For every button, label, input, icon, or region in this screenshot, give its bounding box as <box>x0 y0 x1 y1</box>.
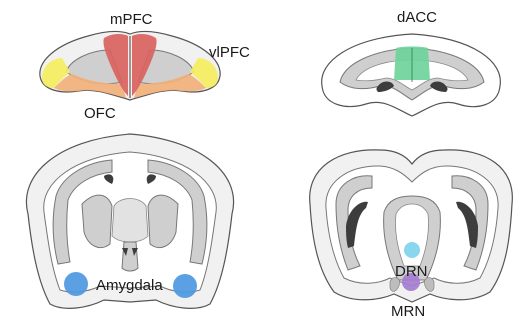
thalamus-area <box>112 199 148 243</box>
vlpfc-label: vlPFC <box>209 44 250 61</box>
ofc-label: OFC <box>84 105 116 122</box>
amygdala-label: Amygdala <box>96 277 163 294</box>
amygdala-region-left <box>64 272 88 296</box>
mrn-label: MRN <box>391 303 425 320</box>
amygdala-region-right <box>173 274 197 298</box>
cingulate-section <box>322 34 501 116</box>
mpfc-label: mPFC <box>110 11 153 28</box>
drn-region <box>404 242 420 258</box>
dacc-label: dACC <box>397 9 437 26</box>
drn-label: DRN <box>395 263 428 280</box>
frontal-section <box>40 32 220 100</box>
amygdala-midline-structure <box>122 242 138 271</box>
